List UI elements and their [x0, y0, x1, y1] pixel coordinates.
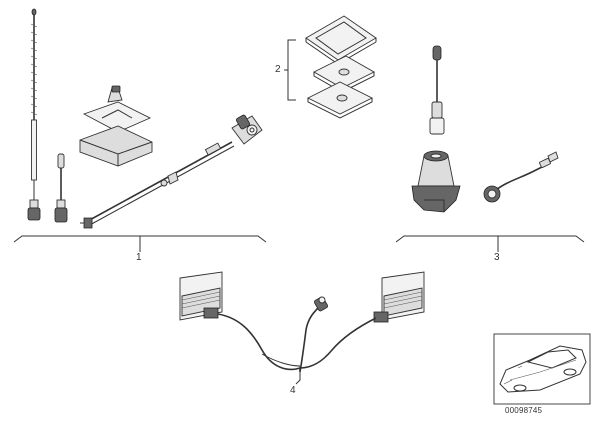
antenna-cable: [80, 114, 263, 229]
stub-antenna: [429, 45, 445, 135]
callout-4: 4: [290, 385, 296, 396]
group-4-parts: [179, 271, 425, 385]
glass-antenna-left: [179, 271, 223, 321]
gasket-medium: [313, 55, 375, 93]
rod-antenna: [27, 8, 41, 221]
group-3-bracket: [395, 235, 585, 252]
gasket-large: [305, 15, 377, 65]
harness-cables: [217, 296, 377, 385]
glass-antenna-right: [373, 271, 425, 323]
callout-2: 2: [275, 64, 281, 75]
group-1-bracket: [13, 235, 267, 252]
angled-connector: [231, 114, 263, 145]
short-antenna: [54, 153, 68, 223]
vehicle-thumbnail: [493, 333, 591, 405]
group-2-parts: [284, 15, 377, 119]
group-3-parts: [395, 45, 585, 252]
antenna-base-boot: [79, 85, 153, 167]
cable-with-plug: [483, 151, 559, 203]
reference-code: 00098745: [505, 406, 543, 415]
gasket-small: [306, 81, 374, 119]
group-2-bracket: [284, 39, 296, 101]
group-1-parts: [13, 8, 267, 252]
callout-3: 3: [494, 252, 500, 263]
callout-1: 1: [136, 252, 142, 263]
stub-antenna-base: [411, 150, 461, 213]
